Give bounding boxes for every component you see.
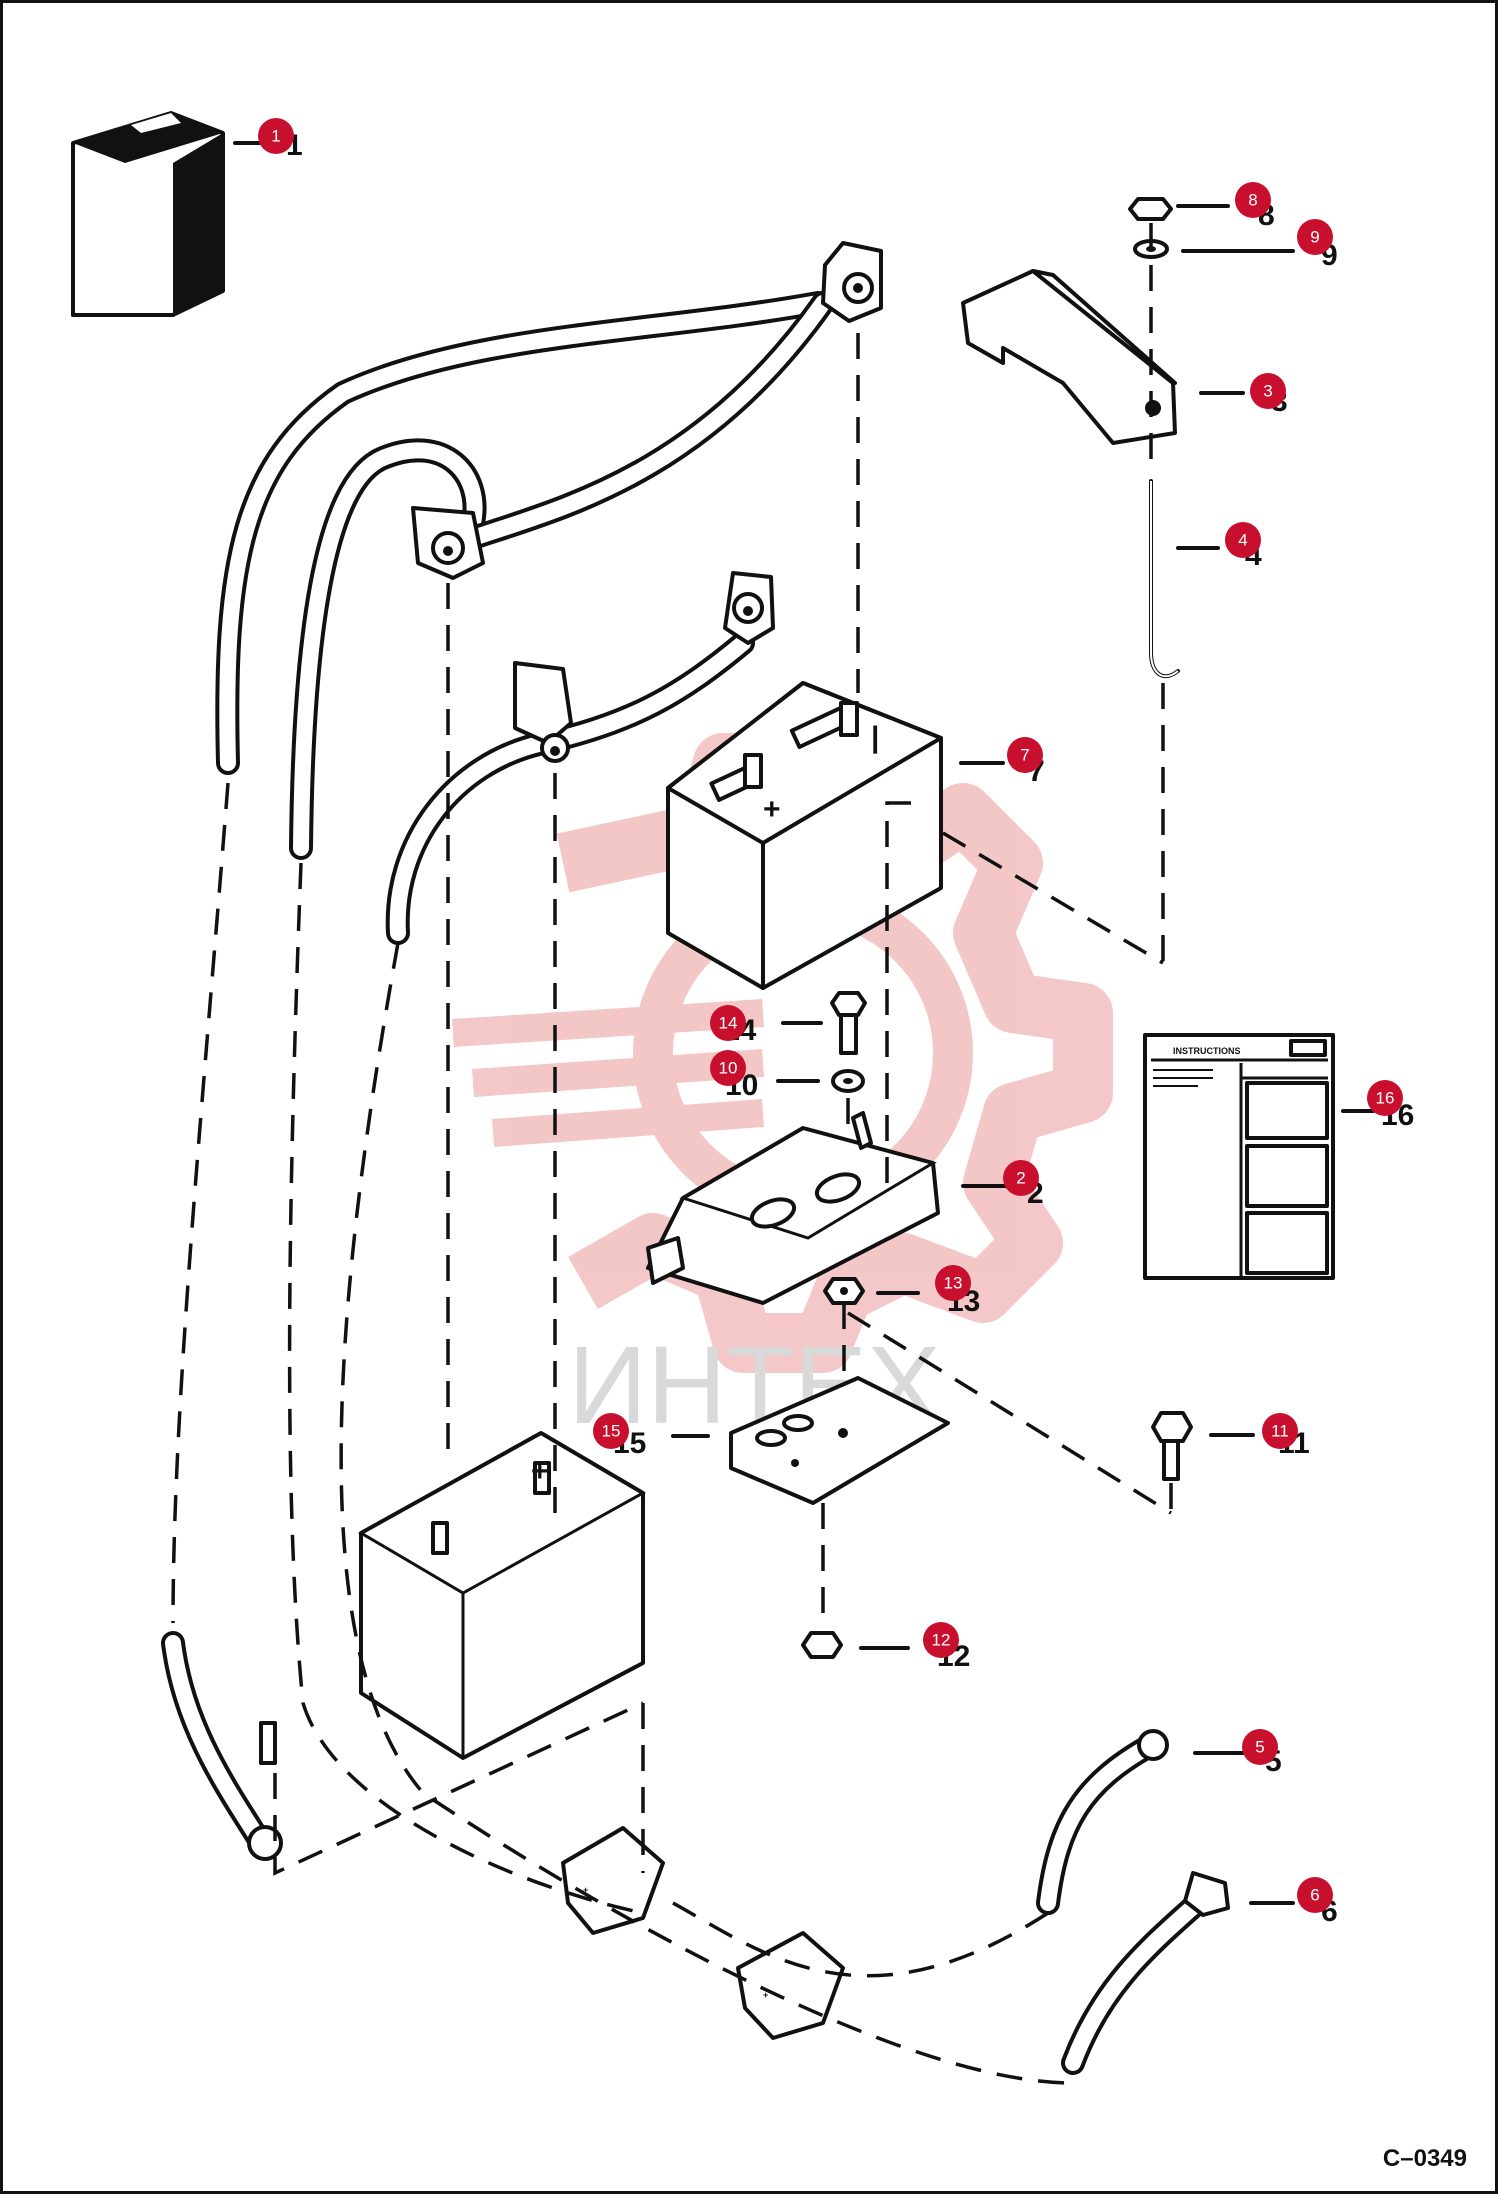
- harness-clip-left: +: [561, 1826, 665, 1935]
- callout-16[interactable]: 16: [1367, 1080, 1403, 1116]
- svg-text:16: 16: [1376, 1089, 1395, 1108]
- part-12-nut: [801, 1631, 843, 1659]
- lower-battery: +: [357, 1431, 647, 1760]
- part-1-box: [71, 111, 225, 317]
- svg-text:11: 11: [1271, 1422, 1289, 1441]
- leader-lines: [233, 141, 1375, 1905]
- part-2-tray: [646, 1111, 940, 1305]
- callout-7[interactable]: 7: [1007, 737, 1043, 773]
- svg-text:|: |: [871, 721, 879, 754]
- svg-text:14: 14: [719, 1014, 738, 1033]
- parts-diagram: ИНТЕХ: [71, 111, 1414, 2085]
- part-14-bolt: [830, 991, 867, 1055]
- part-13-nut: [823, 1277, 865, 1305]
- callout-9[interactable]: 9: [1297, 219, 1333, 255]
- part-7-battery: + |: [666, 681, 943, 990]
- callout-15[interactable]: 15: [593, 1413, 629, 1449]
- part-6-cable: [1061, 1871, 1230, 2075]
- assembly-dashed-lines: [171, 223, 1173, 2085]
- part-4-jbolt: [1149, 479, 1180, 679]
- terminal-clamp-upper-left: [411, 506, 485, 580]
- svg-text:+: +: [583, 1885, 588, 1895]
- svg-text:+: +: [531, 1455, 549, 1488]
- callout-5[interactable]: 5: [1242, 1729, 1278, 1765]
- upper-cable: [215, 241, 883, 860]
- svg-text:13: 13: [944, 1274, 963, 1293]
- callout-6[interactable]: 6: [1297, 1877, 1333, 1913]
- terminal-clamp-upper-right: [821, 241, 883, 323]
- callout-4[interactable]: 4: [1225, 522, 1261, 558]
- svg-text:15: 15: [602, 1422, 621, 1441]
- svg-text:12: 12: [932, 1631, 951, 1650]
- middle-cable: [385, 571, 775, 945]
- svg-text:4: 4: [1238, 531, 1247, 550]
- callout-13[interactable]: 13: [935, 1265, 971, 1301]
- svg-text:6: 6: [1310, 1886, 1319, 1905]
- svg-text:3: 3: [1263, 382, 1272, 401]
- callout-12[interactable]: 12: [923, 1622, 959, 1658]
- svg-text:1: 1: [271, 127, 280, 146]
- callout-1[interactable]: 1: [258, 118, 294, 154]
- callout-8[interactable]: 8: [1235, 182, 1271, 218]
- callout-14[interactable]: 14: [710, 1005, 746, 1041]
- terminal-clamp-middle-left: [513, 661, 573, 763]
- svg-text:+: +: [763, 1990, 768, 2000]
- part-11-bolt: [1151, 1411, 1193, 1481]
- svg-text:7: 7: [1020, 746, 1029, 765]
- part-10-washer: [831, 1069, 865, 1093]
- part-15-plate: [729, 1376, 950, 1505]
- svg-text:8: 8: [1248, 191, 1257, 210]
- callout-11[interactable]: 11: [1262, 1413, 1298, 1449]
- svg-text:+: +: [763, 793, 781, 826]
- part-3-holddown: [961, 269, 1177, 445]
- callout-markers[interactable]: 1 2 3 4 5 6 7 8 9 10 11 12 13 14 15 16: [258, 118, 1403, 1913]
- callout-2[interactable]: 2: [1003, 1160, 1039, 1196]
- part-16-instruction-card: INSTRUCTIONS: [1143, 1033, 1335, 1280]
- svg-text:10: 10: [719, 1059, 738, 1078]
- terminal-clamp-middle-right: [723, 571, 775, 645]
- part-8-nut: [1128, 197, 1173, 221]
- svg-text:2: 2: [1016, 1169, 1025, 1188]
- svg-text:9: 9: [1310, 228, 1319, 247]
- lower-left-cable: [161, 1631, 283, 1861]
- drawing-code: C–0349: [1382, 2145, 1467, 2172]
- part-5-cable: [1036, 1729, 1169, 1915]
- callout-3[interactable]: 3: [1250, 373, 1286, 409]
- svg-text:5: 5: [1255, 1738, 1264, 1757]
- callout-10[interactable]: 10: [710, 1050, 746, 1086]
- instruction-card-heading: INSTRUCTIONS: [1173, 1046, 1241, 1056]
